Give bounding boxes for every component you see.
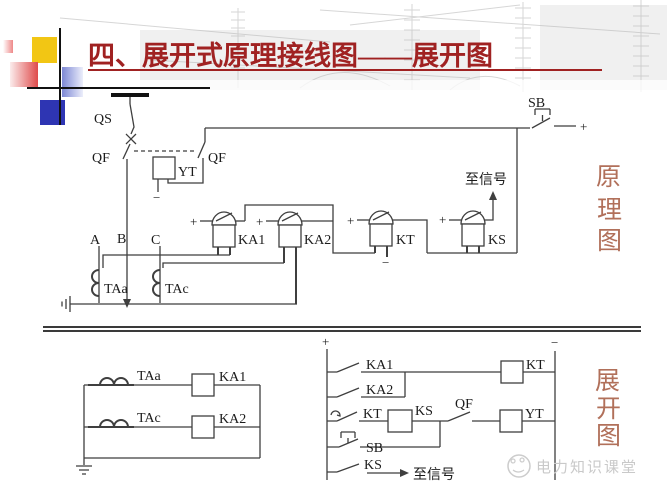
relay-kt: + − KT: [347, 210, 428, 270]
label-taa-expanded: TAa: [137, 369, 162, 384]
label-to-signal-bottom: 至信号: [413, 467, 455, 483]
label-ka1-contact: KA1: [366, 358, 393, 373]
label-ka2: KA2: [304, 233, 331, 248]
sb-pushbutton-icon-expanded: [340, 431, 356, 443]
label-ks: KS: [488, 233, 506, 248]
taa-secondary-wire: [102, 254, 230, 268]
watermark: 电力知识课堂: [507, 454, 638, 478]
principle-char-1: 原: [596, 164, 621, 191]
label-yt-coil: YT: [525, 407, 544, 422]
label-sb-expanded: SB: [366, 441, 383, 456]
ks-coil-box: [387, 409, 413, 433]
label-to-signal-top: 至信号: [465, 172, 507, 188]
sb-plus: +: [580, 119, 587, 134]
yt-minus: −: [153, 190, 160, 205]
qf-right-switch: [197, 141, 206, 159]
label-ka2-coil: KA2: [219, 412, 246, 427]
expanded-char-3: 图: [596, 423, 621, 450]
relay-link-wire: [244, 204, 375, 254]
label-kt-contact: KT: [363, 407, 382, 422]
ground-icon-bottom: [76, 458, 92, 475]
yt-coil-box: [152, 156, 176, 180]
ground-icon-top: [61, 296, 71, 312]
label-ka2-contact: KA2: [366, 383, 393, 398]
qf-left-switch: [122, 143, 131, 160]
label-kt: KT: [396, 233, 415, 248]
expanded-current-circuit: TAa TAc KA1 KA2: [76, 369, 261, 475]
yt-coil-box-expanded: [499, 409, 523, 433]
label-qf-right: QF: [208, 151, 226, 166]
decor-cross-vertical: [59, 28, 61, 125]
section-separator-top: [43, 326, 641, 328]
relay-ks: + KS: [439, 191, 506, 253]
kt-coil-box: [500, 360, 524, 384]
label-qf-left: QF: [92, 151, 110, 166]
decor-square-yellow: [32, 37, 57, 63]
label-ks-coil: KS: [415, 404, 433, 419]
ka1-plus: +: [190, 214, 197, 229]
principle-side-label: 原 理 图: [596, 164, 622, 255]
label-qf-contact: QF: [455, 397, 473, 412]
title-underline: [88, 69, 602, 71]
decor-square-pink-small: [3, 40, 13, 53]
label-tac: TAc: [165, 282, 189, 297]
expanded-side-label: 展 开 图: [595, 368, 621, 450]
decor-square-pink: [10, 62, 38, 87]
tac-secondary-wire: [162, 262, 284, 268]
decor-square-lightblue: [62, 67, 83, 97]
ct-tac-expanded-icon: [99, 419, 129, 428]
ct-taa-icon: [91, 269, 100, 297]
label-phase-b: B: [117, 232, 126, 247]
relay-ka2: + KA2: [256, 211, 333, 304]
bus-minus: −: [551, 335, 558, 350]
sb-switch: [531, 117, 551, 129]
relay-ka1: + KA1: [190, 211, 265, 255]
label-tac-expanded: TAc: [137, 411, 161, 426]
label-yt: YT: [178, 165, 197, 180]
ct-taa-expanded-icon: [99, 377, 129, 386]
ks-plus: +: [439, 212, 446, 227]
principle-char-3: 图: [597, 228, 622, 255]
signal-arrow-up: [489, 191, 497, 200]
signal-arrow-right: [400, 469, 409, 477]
breaker-x-mark: [125, 133, 137, 145]
ka1-coil-box: [191, 373, 215, 397]
watermark-logo: [507, 454, 531, 478]
decor-cross-horizontal: [27, 87, 210, 89]
expanded-dc-circuit: + − KA1 KT KA2 KT KS QF YT: [322, 334, 558, 483]
section-separator-bottom: [43, 330, 641, 332]
bus-plus: +: [322, 334, 329, 349]
label-kt-coil: KT: [526, 358, 545, 373]
page-title: 四、展开式原理接线图——展开图: [88, 41, 493, 71]
label-phase-c: C: [151, 233, 160, 248]
label-phase-a: A: [90, 233, 101, 248]
label-ks-contact: KS: [364, 458, 382, 473]
label-ka1: KA1: [238, 233, 265, 248]
kt-plus: +: [347, 213, 354, 228]
kt-delay-icon: [330, 410, 341, 417]
kt-minus: −: [382, 255, 389, 270]
principle-char-2: 理: [597, 197, 622, 224]
ka2-plus: +: [256, 214, 263, 229]
ka2-coil-box: [191, 415, 215, 439]
sb-pushbutton-icon: [534, 108, 551, 121]
principle-diagram: QS QF QF YT − + SB: [61, 93, 587, 312]
watermark-text: 电力知识课堂: [536, 459, 638, 476]
label-taa: TAa: [104, 282, 129, 297]
label-sb: SB: [528, 96, 545, 111]
expanded-char-2: 开: [596, 396, 621, 423]
background-photo-strip: [0, 0, 667, 96]
expanded-char-1: 展: [595, 368, 620, 395]
qs-switch: [129, 103, 135, 135]
ct-tac-icon: [152, 269, 161, 297]
label-ka1-coil: KA1: [219, 370, 246, 385]
label-qs: QS: [94, 112, 112, 127]
